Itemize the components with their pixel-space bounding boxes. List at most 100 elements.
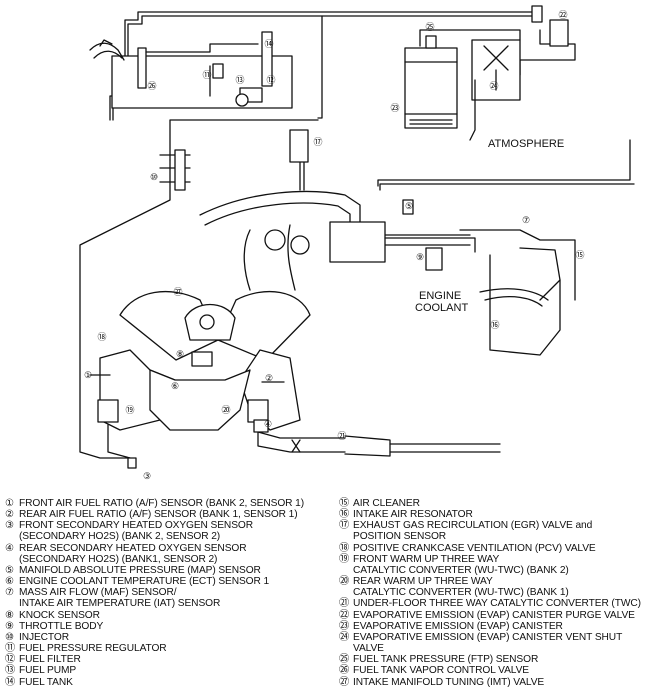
legend-text: POSITIVE CRANKCASE VENTILATION (PCV) VAL… [353,542,596,554]
legend-text: THROTTLE BODY [19,620,104,632]
legend-number: ③ [5,520,15,532]
legend-number: ⑬ [5,665,16,677]
callout-23: ㉓ [390,103,399,113]
callout-1: ① [84,370,92,380]
callout-20: ⑳ [221,405,230,415]
legend-number: ㉑ [339,598,350,610]
legend-number [5,554,19,565]
legend-row: ⑦ MASS AIR FLOW (MAF) SENSOR/ [5,587,335,598]
legend-text: MASS AIR FLOW (MAF) SENSOR/ [19,587,177,599]
legend-text: AIR CLEANER [353,498,420,509]
legend-row: (SECONDARY HO2S) (BANK 2, SENSOR 2) [5,531,335,542]
evap-canister-assembly [404,5,569,141]
legend-text: EXHAUST GAS RECIRCULATION (EGR) VALVE an… [353,520,593,532]
legend-row: POSITION SENSOR [339,531,661,542]
legend-text: FRONT SECONDARY HEATED OXYGEN SENSOR [19,520,253,532]
callout-27: ㉗ [173,287,182,297]
exhaust-system [89,374,501,469]
legend-text: (SECONDARY HO2S) (BANK 2, SENSOR 2) [19,531,221,543]
callout-16: ⑯ [490,320,499,330]
legend-row: ⑥ ENGINE COOLANT TEMPERATURE (ECT) SENSOR… [5,576,335,587]
fuel-tank-assembly [89,31,293,109]
callout-14: ⑭ [264,39,273,49]
callout-18: ⑱ [97,332,106,342]
legend-number: ⑦ [5,587,15,599]
callout-5: ⑤ [405,201,413,211]
callout-26: ㉖ [147,81,156,91]
legend-number: ㉓ [339,620,350,632]
callout-13: ⑬ [235,75,244,85]
legend-number: ⑧ [5,609,15,621]
callout-11: ⑪ [202,70,211,80]
legend-row: CATALYTIC CONVERTER (WU-TWC) (BANK 1) [339,587,661,598]
legend-number: ⑲ [339,553,350,565]
legend-number [5,598,19,609]
legend-number: ⑯ [339,509,350,521]
legend-text: FUEL TANK PRESSURE (FTP) SENSOR [353,654,539,666]
legend-number: ⑰ [339,520,350,532]
callout-22: ㉒ [558,10,567,20]
legend-number: ㉖ [339,665,350,677]
legend-number: ⑪ [5,643,16,655]
legend-text: FUEL FILTER [19,654,81,666]
callout-2: ② [265,373,273,383]
legend-number [339,531,353,542]
legend-number [339,565,353,576]
legend-number: ⑥ [5,576,15,588]
legend-number: ④ [5,542,15,554]
legend-row: VALVE [339,643,661,654]
legend-number: ⑤ [5,564,15,576]
legend-number: ㉒ [339,609,350,621]
legend-text: ENGINE COOLANT TEMPERATURE (ECT) SENSOR … [19,576,270,588]
engine-coolant-label-line2: COOLANT [415,302,468,314]
callout-12: ⑫ [266,75,275,85]
legend-text: FUEL TANK VAPOR CONTROL VALVE [353,665,529,677]
legend-number: ② [5,509,15,521]
legend-row: CATALYTIC CONVERTER (WU-TWC) (BANK 2) [339,565,661,576]
legend-number: ⑩ [5,631,15,643]
engine-block [97,290,311,431]
legend-text: REAR SECONDARY HEATED OXYGEN SENSOR [19,542,247,554]
legend-text: REAR WARM UP THREE WAY [353,576,493,588]
legend-text: CATALYTIC CONVERTER (WU-TWC) (BANK 1) [353,587,569,599]
callout-3: ③ [143,471,151,481]
legend-number: ㉔ [339,631,350,643]
legend-number: ⑭ [5,676,16,688]
legend-text: FRONT WARM UP THREE WAY [353,553,500,565]
legend-text: FUEL PUMP [19,665,77,677]
legend-row: ⑩ INJECTOR [5,632,335,643]
callout-17: ⑰ [313,137,322,147]
callout-21: ㉑ [337,431,346,441]
callout-24: ㉔ [489,81,498,91]
callout-6: ⑥ [171,381,179,391]
legend-number: ⑫ [5,654,16,666]
legend-text: INTAKE MANIFOLD TUNING (IMT) VALVE [353,676,545,688]
legend-text: UNDER-FLOOR THREE WAY CATALYTIC CONVERTE… [353,598,641,610]
legend-number: ⑳ [339,576,350,588]
legend-number: ① [5,498,15,509]
legend-row: ⑤ MANIFOLD ABSOLUTE PRESSURE (MAP) SENSOR [5,565,335,576]
legend-text: CATALYTIC CONVERTER (WU-TWC) (BANK 2) [353,564,569,576]
callout-4: ④ [264,419,272,429]
legend-text: INJECTOR [19,631,69,643]
legend-text: MANIFOLD ABSOLUTE PRESSURE (MAP) SENSOR [19,564,261,576]
callout-9: ⑨ [416,252,424,262]
callout-19: ⑲ [125,405,134,415]
